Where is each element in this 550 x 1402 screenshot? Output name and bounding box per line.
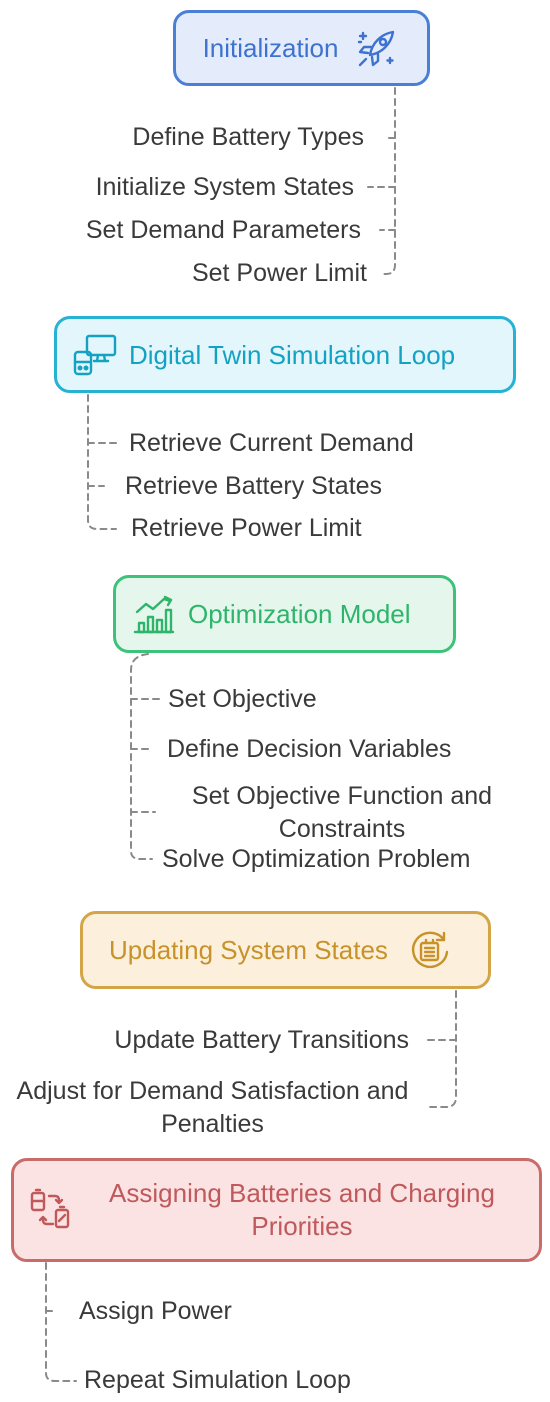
digital-twin-title: Digital Twin Simulation Loop [129,339,456,370]
list-item: Retrieve Power Limit [131,514,362,542]
list-item: Define Battery Types [132,123,364,151]
list-item: Update Battery Transitions [114,1026,409,1054]
growth-chart-icon [133,595,175,634]
connector-assign-trunk [45,1262,77,1382]
list-item: Set Power Limit [191,259,367,287]
list-item: Define Decision Variables [167,735,452,763]
list-item: Set Demand Parameters [85,216,361,244]
connector-update-trunk [427,990,457,1108]
assigning-batteries-title: Assigning Batteries and Charging Priorit… [109,1178,495,1241]
list-item: Solve Optimization Problem [162,845,471,873]
list-item: Assign Power [79,1297,232,1325]
initialization-title: Initialization [202,33,339,63]
assigning-batteries-box: Assigning Batteries and Charging Priorit… [11,1158,542,1262]
list-item: Retrieve Current Demand [129,429,414,457]
rocket-icon [358,30,395,67]
connector-init-trunk [381,87,396,275]
updating-states-box: Updating System States [80,911,491,989]
list-item: Adjust for Demand Satisfaction and Penal… [16,1077,409,1138]
optimization-title: Optimization Model [188,599,411,629]
initialization-box: Initialization [173,10,430,86]
connector-opt-trunk [130,653,153,860]
list-item: Initialize System States [95,173,354,201]
digital-twin-box: Digital Twin Simulation Loop [54,316,516,393]
list-item: Set Objective [168,685,317,713]
optimization-box: Optimization Model [113,575,456,653]
list-item: Repeat Simulation Loop [84,1366,351,1394]
connector-twin-trunk [87,394,117,530]
updating-states-title: Updating System States [109,935,388,965]
computer-monitor-icon [73,334,117,375]
list-item: Retrieve Battery States [125,472,383,500]
battery-refresh-icon [411,931,449,969]
list-item: Set Objective Function and Constraints [191,782,493,843]
battery-swap-icon [30,1188,70,1229]
